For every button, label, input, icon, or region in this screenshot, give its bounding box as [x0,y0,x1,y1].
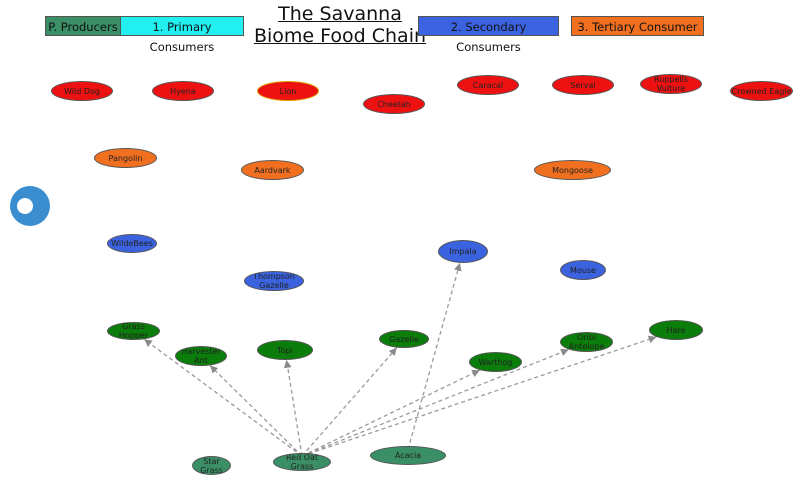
arrow-red-oat-grass-to-grass-hopper [143,338,303,457]
arrow-red-oat-grass-to-topi [283,359,303,457]
arrow-red-oat-grass-to-harvester-ant [209,364,303,457]
node-crowned-eagle[interactable]: Crowned Eagle [730,81,793,101]
node-caracal[interactable]: Caracal [457,75,519,95]
node-acacia[interactable]: Acacia [370,446,446,465]
node-mongoose[interactable]: Mongoose [534,160,611,180]
arrow-acacia-to-impala [407,262,462,450]
title-line-1: The Savanna [278,3,402,25]
node-harvester-ant[interactable]: Harvester Ant [175,346,227,366]
title-line-2: Biome Food Chain [253,25,427,47]
node-serval[interactable]: Serval [552,75,614,95]
node-red-oat-grass[interactable]: Red Oat Grass [273,453,331,471]
node-star-grass[interactable]: Star Grass [192,456,231,475]
node-impala[interactable]: Impala [438,240,488,263]
node-cheetah[interactable]: Cheetah [363,94,425,114]
node-ruppells-vulture[interactable]: Ruppells Vulture [640,74,702,94]
legend-primary-consumers: 1. Primary Consumers [120,16,244,54]
node-grass-hopper[interactable]: Grass Hopper [107,322,160,340]
node-wildebees[interactable]: WildeBees [107,234,157,253]
node-lion[interactable]: Lion [257,81,319,101]
node-hare[interactable]: Hare [649,320,703,340]
arrow-red-oat-grass-to-warthog [301,369,481,457]
node-topi[interactable]: Topi [257,340,313,360]
node-aardvark[interactable]: Aardvark [241,160,304,180]
node-thompson-gazelle[interactable]: Thompson Gazelle [244,271,304,291]
node-pangolin[interactable]: Pangolin [94,148,157,168]
legend-secondary-consumers: 2. Secondary Consumers [418,16,559,54]
node-oribi[interactable]: Oribi Antelope [560,332,613,352]
arrow-red-oat-grass-to-hare [301,335,657,457]
app-logo-icon [10,186,50,226]
diagram-title: The Savanna Biome Food Chain [240,3,440,47]
node-mouse[interactable]: Mouse [560,260,606,280]
node-warthog[interactable]: Warthog [469,352,522,372]
legend-tertiary-consumer: 3. Tertiary Consumer [571,16,704,36]
node-wild-dog[interactable]: Wild Dog [51,81,113,101]
arrow-red-oat-grass-to-gazelle [301,347,398,457]
node-hyena[interactable]: Hyena [152,81,214,101]
arrow-red-oat-grass-to-oribi [301,348,570,457]
node-gazelle[interactable]: Gazelle [379,330,429,348]
